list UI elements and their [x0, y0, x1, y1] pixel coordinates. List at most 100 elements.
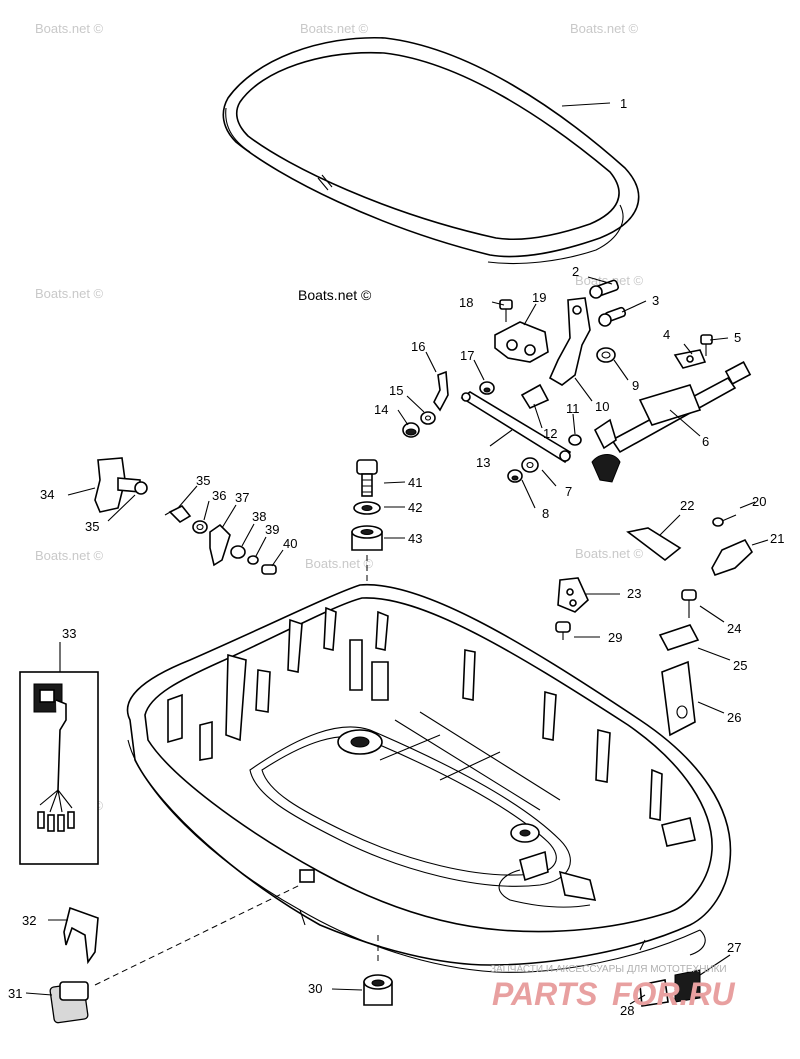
callout-28: 28 [620, 1003, 634, 1018]
part-7-washer [521, 457, 539, 473]
callout-10: 10 [595, 399, 609, 414]
callout-40: 40 [283, 536, 297, 551]
guide-line [94, 884, 301, 986]
bottom-cowl-housing [126, 583, 732, 973]
callout-31: 31 [8, 986, 22, 1001]
callout-9: 9 [632, 378, 639, 393]
callout-14: 14 [374, 402, 388, 417]
part-12-fitting [520, 383, 550, 410]
shop-logo: ЗАПЧАСТИ И АКСЕССУАРЫ ДЛЯ МОТОТЕХНИКИ PA… [490, 964, 736, 1012]
part-36-washer [192, 520, 208, 534]
callout-39: 39 [265, 522, 279, 537]
callout-16: 16 [411, 339, 425, 354]
callout-33: 33 [62, 626, 76, 641]
part-41-screw [356, 459, 378, 497]
callout-22: 22 [680, 498, 694, 513]
part-8-nut [507, 469, 523, 483]
shop-subtitle: ЗАПЧАСТИ И АКСЕССУАРЫ ДЛЯ МОТОТЕХНИКИ [490, 964, 727, 975]
part-10-lever [548, 297, 591, 386]
part-11-screw [568, 434, 582, 446]
part-2-screw [589, 279, 620, 299]
leader-lines [25, 102, 769, 1005]
callout-35: 35 [196, 473, 210, 488]
callout-23: 23 [627, 586, 641, 601]
part-26-pad [661, 660, 696, 737]
callout-18: 18 [459, 295, 473, 310]
callout-30: 30 [308, 981, 322, 996]
part-43-grommet [351, 525, 383, 551]
callout-4: 4 [663, 327, 670, 342]
part-35-screw [164, 504, 192, 524]
callout-38: 38 [252, 509, 266, 524]
watermark: Boats.net © [575, 273, 644, 288]
callout-13: 13 [476, 455, 490, 470]
part-5-screw [700, 334, 713, 356]
part-24-screw [681, 589, 697, 618]
callout-41: 41 [408, 475, 422, 490]
part-40-screw [261, 564, 277, 575]
callout-7: 7 [565, 484, 572, 499]
part-14-nut [402, 422, 420, 438]
watermark: Boats.net © [300, 21, 369, 36]
watermark: Boats.net © [570, 21, 639, 36]
part-23-block [557, 577, 589, 613]
callout-26: 26 [727, 710, 741, 725]
callout-37: 37 [235, 490, 249, 505]
part-6-shaft [591, 361, 752, 483]
part-25-clip [658, 624, 700, 651]
part-28-pad [639, 979, 669, 1007]
part-16-clip [433, 370, 449, 412]
callout-27: 27 [727, 940, 741, 955]
callout-34: 34 [40, 487, 54, 502]
watermark: Boats.net © [305, 556, 374, 571]
part-20-screw [712, 514, 737, 527]
part-4-bracket [673, 349, 707, 369]
callout-15: 15 [389, 383, 403, 398]
part-39-washer [247, 555, 259, 565]
part-29-screw [555, 621, 571, 640]
callout-11: 11 [566, 401, 580, 416]
watermark: Boats.net © [35, 548, 104, 563]
callout-35: 35 [85, 519, 99, 534]
part-22-plate [626, 527, 682, 562]
part-13-link-bar [460, 391, 572, 464]
callout-29: 29 [608, 630, 622, 645]
callout-3: 3 [652, 293, 659, 308]
part-18-screw [499, 299, 513, 322]
callout-43: 43 [408, 531, 422, 546]
callout-17: 17 [460, 348, 474, 363]
part-33-switch-box [19, 671, 99, 865]
callout-labels: 1 2 3 4 5 6 7 8 9 10 11 12 13 14 15 16 1… [8, 96, 784, 1018]
callout-8: 8 [542, 506, 549, 521]
part-37-clip [209, 523, 231, 567]
callout-24: 24 [727, 621, 741, 636]
part-15-washer [420, 411, 436, 425]
part-34-bracket [94, 457, 141, 513]
part-35-cap [134, 481, 148, 495]
part-21-bracket [711, 538, 754, 577]
part-27-decal [674, 969, 701, 1003]
watermark: Boats.net © [35, 286, 104, 301]
part-19-clamp [494, 321, 549, 363]
callout-6: 6 [702, 434, 709, 449]
part-17-bushing [479, 381, 495, 395]
part-42-washer [353, 501, 381, 515]
callout-21: 21 [770, 531, 784, 546]
watermark: Boats.net © [35, 21, 104, 36]
callout-20: 20 [752, 494, 766, 509]
callout-36: 36 [212, 488, 226, 503]
part-3-screw [598, 306, 627, 327]
part-38-nut [230, 545, 246, 559]
callout-42: 42 [408, 500, 422, 515]
callout-25: 25 [733, 658, 747, 673]
callout-2: 2 [572, 264, 579, 279]
callout-5: 5 [734, 330, 741, 345]
part-1-seal [222, 36, 640, 265]
part-31-cap [49, 981, 89, 1024]
part-32-clip [63, 906, 99, 965]
callout-12: 12 [543, 426, 557, 441]
part-30-grommet [363, 974, 393, 1006]
callout-32: 32 [22, 913, 36, 928]
shop-logo-red: PARTS [492, 976, 598, 1012]
